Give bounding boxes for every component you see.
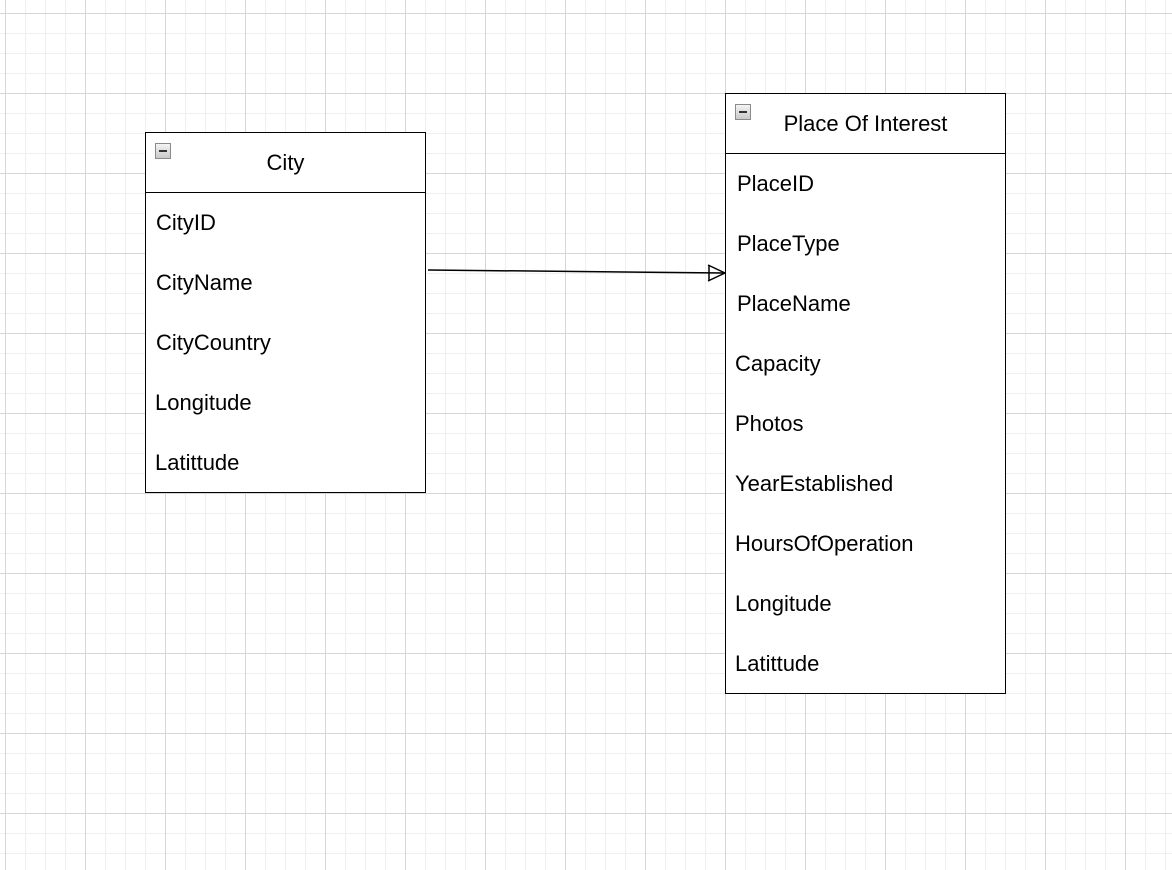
relationship-line: [427, 269, 726, 274]
place-attribute[interactable]: PlaceID: [737, 171, 815, 196]
city-attribute[interactable]: Longitude: [155, 390, 252, 415]
place-attribute-list: PlaceID PlaceType PlaceName Capacity Pho…: [726, 154, 1005, 694]
place-attribute[interactable]: Capacity: [735, 351, 821, 376]
place-attribute[interactable]: Photos: [735, 411, 804, 436]
place-entity-header[interactable]: Place Of Interest: [726, 94, 1005, 154]
city-attribute[interactable]: CityName: [156, 270, 253, 295]
place-attribute[interactable]: Latittude: [735, 651, 820, 676]
city-entity-header[interactable]: City: [146, 133, 425, 193]
city-entity-title: City: [266, 150, 305, 175]
place-attribute[interactable]: Longitude: [735, 591, 832, 616]
city-attribute[interactable]: CityID: [156, 210, 216, 235]
city-attribute[interactable]: Latittude: [155, 450, 240, 475]
crowfoot-top: [707, 264, 726, 274]
place-attribute[interactable]: HoursOfOperation: [735, 531, 914, 556]
place-entity-title: Place Of Interest: [783, 111, 948, 136]
crowfoot-bottom: [707, 272, 726, 282]
collapse-icon[interactable]: [155, 143, 171, 159]
place-entity[interactable]: Place Of Interest PlaceID PlaceType Plac…: [725, 93, 1006, 694]
city-entity[interactable]: City CityID CityName CityCountry Longitu…: [145, 132, 426, 493]
place-attribute[interactable]: PlaceType: [737, 231, 840, 256]
collapse-icon[interactable]: [735, 104, 751, 120]
city-attribute-list: CityID CityName CityCountry Longitude La…: [146, 193, 425, 493]
place-attribute[interactable]: PlaceName: [737, 291, 851, 316]
city-attribute[interactable]: CityCountry: [156, 330, 271, 355]
place-attribute[interactable]: YearEstablished: [735, 471, 894, 496]
